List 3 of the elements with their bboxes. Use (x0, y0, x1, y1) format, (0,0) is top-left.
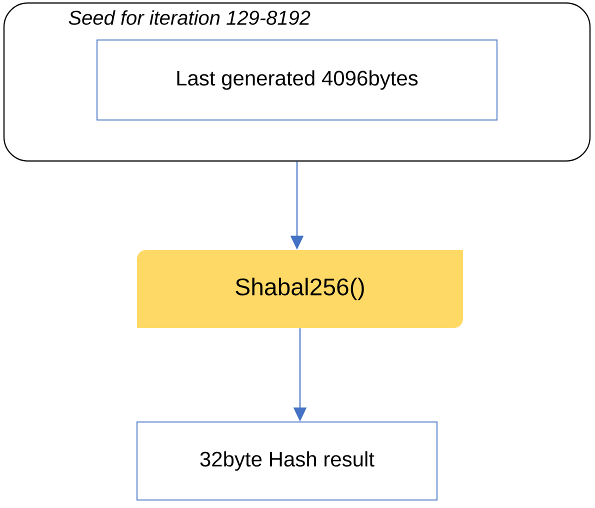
result-box: 32byte Hash result (136, 422, 438, 500)
process-box: Last generated 4096bytes (96, 40, 498, 120)
function-box: Shabal256() (137, 250, 463, 328)
